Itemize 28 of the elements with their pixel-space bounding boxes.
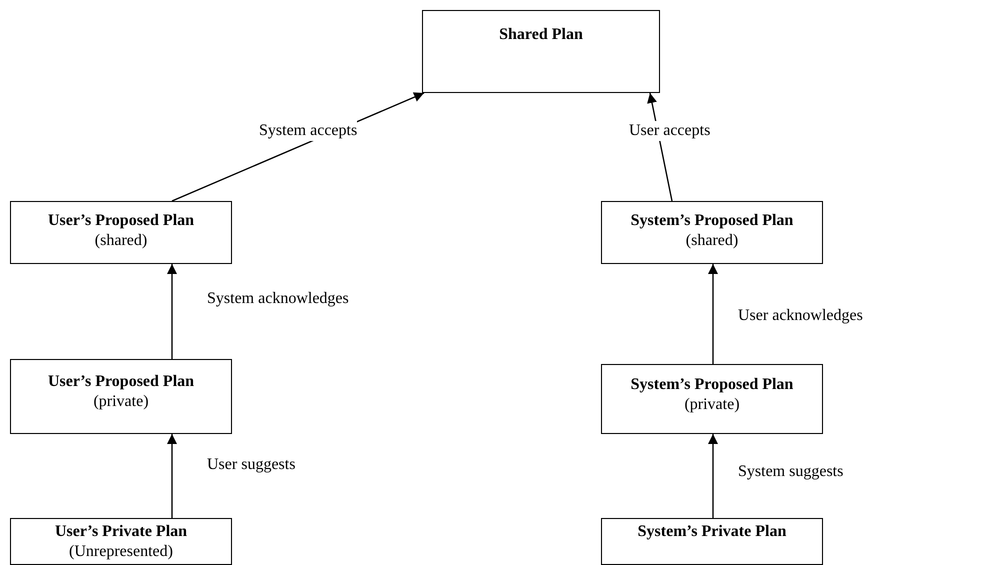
plan-box xyxy=(601,518,823,565)
plan-qualifier: (shared) xyxy=(94,231,148,251)
edge-label: User acknowledges xyxy=(738,306,863,326)
plan-box xyxy=(10,359,232,434)
plan-title: Shared Plan xyxy=(499,25,583,45)
plan-title: User’s Proposed Plan xyxy=(48,211,194,231)
plan-qualifier: (Unrepresented) xyxy=(69,542,173,562)
edge-label: System suggests xyxy=(738,462,844,482)
plan-box xyxy=(10,201,232,264)
plan-box xyxy=(10,518,232,565)
plan-title: System’s Proposed Plan xyxy=(630,211,794,231)
edge-label: System accepts xyxy=(259,121,358,141)
plan-qualifier: (private) xyxy=(684,395,740,415)
arrow xyxy=(167,434,177,518)
plan-qualifier: (private) xyxy=(93,392,149,412)
arrow xyxy=(167,264,177,359)
plan-title: User’s Proposed Plan xyxy=(48,372,194,392)
plan-box xyxy=(601,201,823,264)
plan-qualifier: (shared) xyxy=(686,231,738,251)
arrow xyxy=(708,264,718,364)
edge-label: System acknowledges xyxy=(207,289,349,309)
plan-title: System’s Private Plan xyxy=(638,522,786,542)
arrow xyxy=(708,434,718,518)
edge-label: User accepts xyxy=(629,121,710,141)
plan-box xyxy=(601,364,823,434)
plan-title: System’s Proposed Plan xyxy=(630,375,794,395)
plan-title: User’s Private Plan xyxy=(54,522,188,542)
plan-box xyxy=(422,10,660,93)
